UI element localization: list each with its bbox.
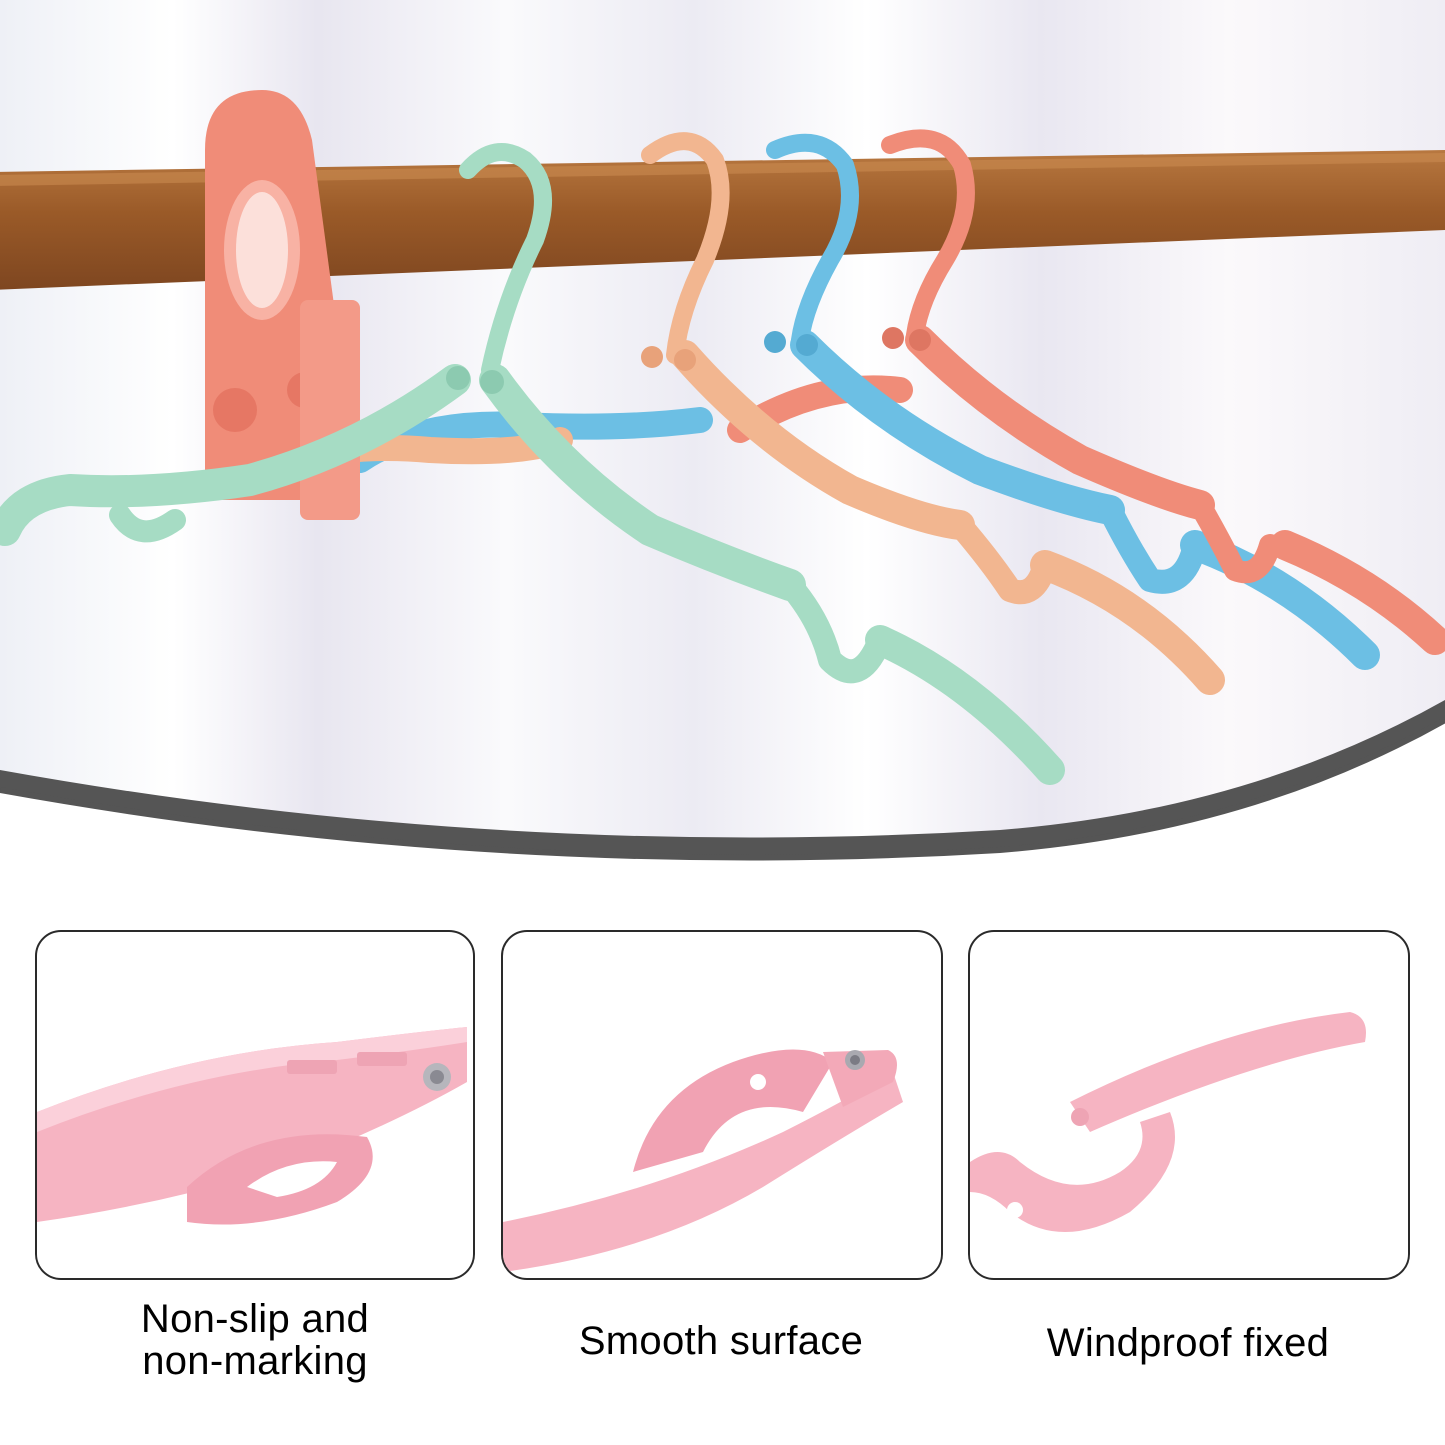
caption-windproof: Windproof fixed: [968, 1322, 1408, 1364]
hanger-closeup-1: [37, 1027, 467, 1225]
caption-nonslip-line1: Non-slip and: [140, 1297, 370, 1341]
hanger-closeup-3: [970, 1012, 1366, 1232]
caption-smooth: Smooth surface: [501, 1320, 941, 1362]
hero-product-image: [0, 0, 1445, 900]
caption-nonslip-line2: non-marking: [142, 1339, 368, 1383]
hanger-closeup-2: [503, 1049, 903, 1272]
caption-windproof-line1: Windproof fixed: [1046, 1321, 1330, 1365]
feature-panel-nonslip: [35, 930, 475, 1280]
feature-panel-windproof: [968, 930, 1410, 1280]
caption-nonslip: Non-slip and non-marking: [35, 1298, 475, 1382]
coral-hanger: [881, 129, 1445, 655]
hanging-hangers-illustration: [0, 0, 1445, 900]
mint-hanger: [0, 143, 1065, 785]
caption-smooth-line1: Smooth surface: [578, 1319, 864, 1363]
feature-panel-smooth: [501, 930, 943, 1280]
peach-hanger: [641, 132, 1225, 695]
